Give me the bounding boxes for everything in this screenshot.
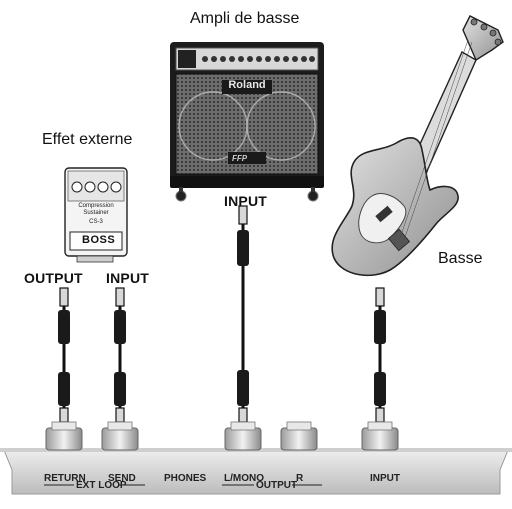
amp-input-label: INPUT xyxy=(224,193,267,209)
effect-pedal xyxy=(64,167,128,263)
jack-send xyxy=(101,421,139,451)
bass-title: Basse xyxy=(438,250,483,267)
cable-amp xyxy=(237,205,249,423)
l-mono-label: L/MONO xyxy=(224,473,264,484)
cable-output xyxy=(58,287,70,423)
output-group-label: OUTPUT xyxy=(256,480,298,491)
send-label: SEND xyxy=(108,473,136,484)
effect-input-label: INPUT xyxy=(106,270,149,286)
effect-output-label: OUTPUT xyxy=(24,270,83,286)
cable-input-effect xyxy=(114,287,126,423)
amp-knobs xyxy=(202,56,315,62)
jack-return xyxy=(45,421,83,451)
effect-brand-logo: BOSS xyxy=(82,234,116,246)
bass-guitar xyxy=(331,15,504,277)
svg-text:FFP: FFP xyxy=(232,154,248,163)
effect-model: CS-3 xyxy=(89,219,103,225)
effect-name: Compression Sustainer xyxy=(78,203,114,216)
amp-title: Ampli de basse xyxy=(190,10,300,27)
return-label: RETURN xyxy=(44,473,86,484)
bass-amplifier: FFP xyxy=(170,42,324,202)
jack-r xyxy=(280,421,318,451)
jack-l-mono xyxy=(224,421,262,451)
amp-brand-logo: Roland xyxy=(228,79,266,91)
phones-label: PHONES xyxy=(164,473,207,484)
cable-bass xyxy=(374,287,386,423)
ext-loop-label: EXT LOOP xyxy=(76,480,127,491)
jack-input xyxy=(361,421,399,451)
input-jack-label: INPUT xyxy=(370,473,400,484)
effect-title: Effet externe xyxy=(42,131,133,148)
r-label: R xyxy=(296,473,304,484)
